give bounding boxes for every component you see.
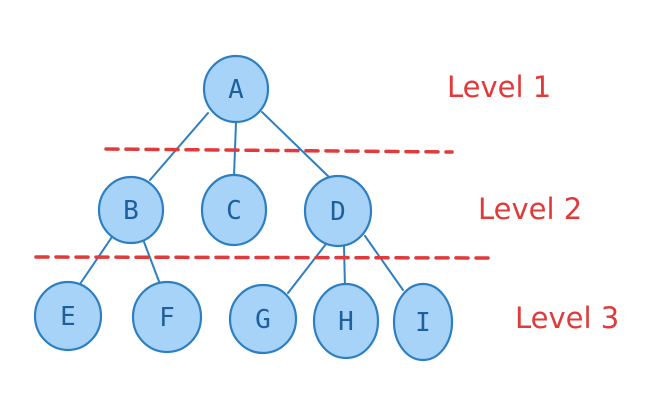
node-b: B	[97, 175, 165, 245]
node-label-c: C	[226, 196, 242, 226]
edge-a-b	[149, 112, 209, 181]
node-c: C	[200, 173, 268, 247]
level-label-2: Level 2	[478, 192, 582, 226]
node-label-d: D	[330, 197, 346, 227]
node-label-e: E	[60, 302, 76, 332]
edge-b-f	[143, 241, 161, 285]
edge-a-d	[261, 111, 330, 178]
level-label-1: Level 1	[447, 70, 551, 104]
level-label-3: Level 3	[515, 301, 619, 335]
node-label-h: H	[338, 307, 354, 337]
node-g: G	[228, 283, 298, 355]
level-divider-1	[104, 147, 454, 154]
node-f: F	[131, 280, 203, 354]
edges	[79, 111, 404, 294]
edge-b-e	[79, 233, 115, 285]
node-label-a: A	[228, 75, 244, 105]
node-h: H	[312, 282, 380, 360]
node-label-f: F	[159, 303, 175, 333]
edge-d-g	[287, 243, 327, 294]
edge-d-h	[343, 245, 346, 289]
node-i: I	[392, 282, 454, 362]
node-label-i: I	[415, 308, 431, 338]
node-label-b: B	[123, 196, 139, 226]
node-a: A	[202, 54, 270, 124]
edge-d-i	[364, 235, 404, 291]
level-divider-2	[34, 255, 494, 260]
node-d: D	[303, 174, 373, 248]
node-e: E	[33, 280, 103, 352]
node-label-g: G	[255, 305, 271, 335]
